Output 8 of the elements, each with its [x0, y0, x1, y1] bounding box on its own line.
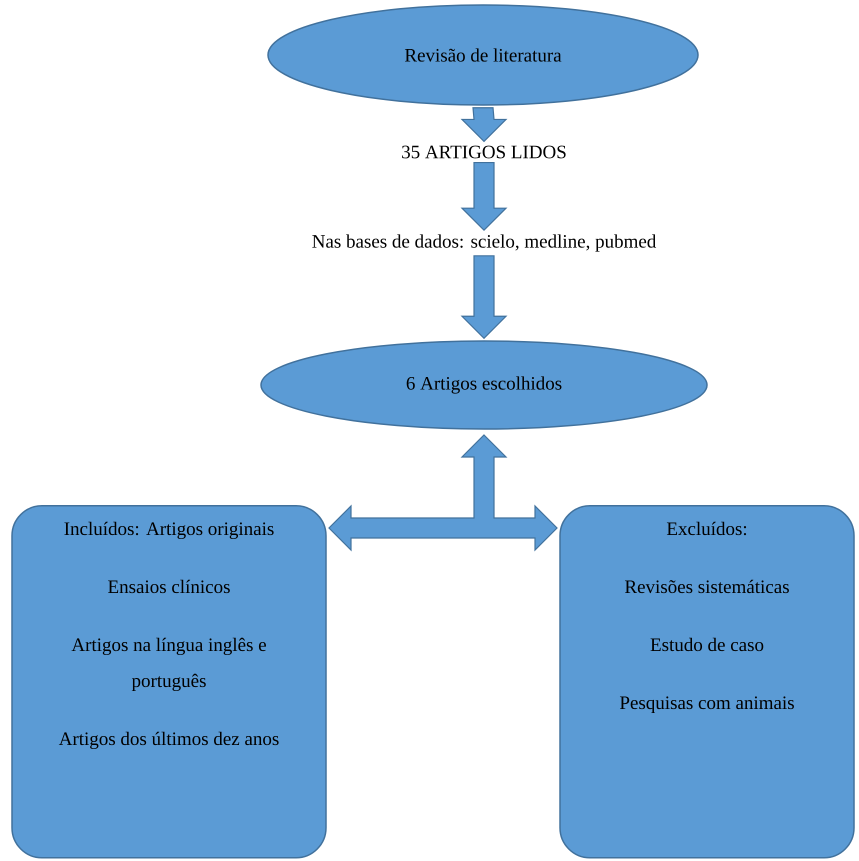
criteria-box: Excluídos: Revisões sistemáticas Estudo de caso Pesquisas com animais — [559, 505, 855, 858]
criteria-box: Incluídos: Artigos originais Ensaios clínicos Artigos na língua inglês e português Artigos dos últimos dez anos — [11, 505, 327, 858]
block-arrow — [460, 107, 508, 142]
step-text: Nas bases de dados: scielo, medline, pubmed — [312, 234, 656, 252]
three-way-arrow — [328, 434, 558, 552]
block-arrow — [460, 162, 508, 232]
block-arrow — [460, 255, 508, 340]
step-text: 35 ARTIGOS LIDOS — [402, 146, 566, 158]
